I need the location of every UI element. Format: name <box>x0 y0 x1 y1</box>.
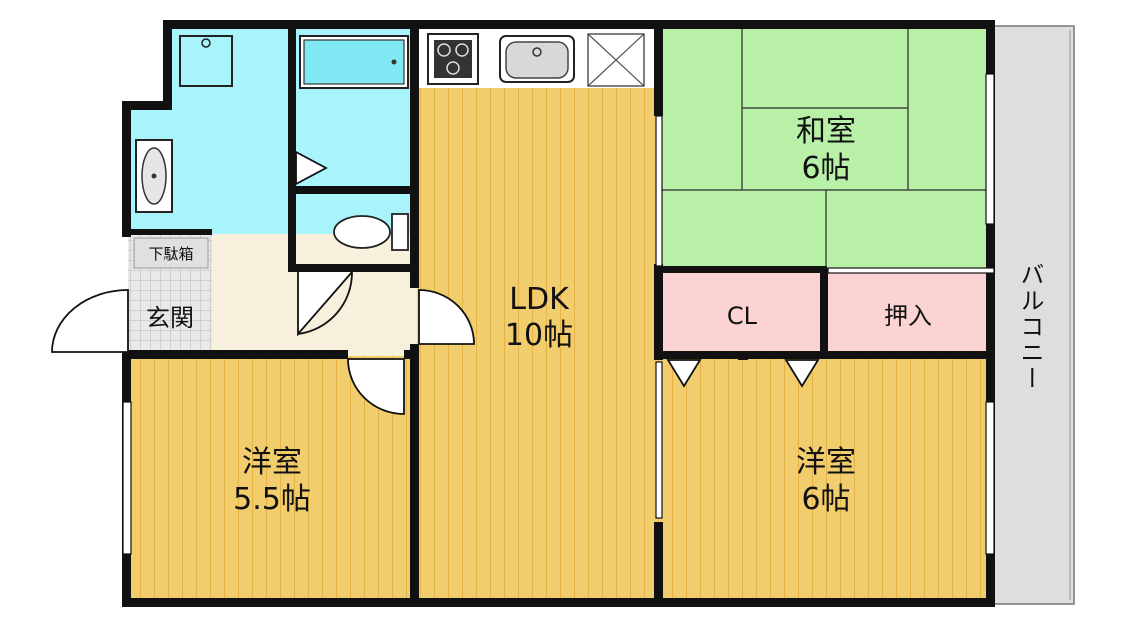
closet-label: CL <box>727 302 758 330</box>
stove-icon <box>427 33 479 85</box>
tatami-lines <box>661 26 994 272</box>
washer-space-icon <box>179 35 233 87</box>
ldk-name: LDK <box>509 282 570 317</box>
windows <box>122 73 995 555</box>
oshiire-label: 押入 <box>884 302 932 330</box>
getabako <box>133 237 209 269</box>
bathtub-icon <box>299 35 409 89</box>
doors <box>51 150 820 415</box>
oshiire-floor <box>824 272 994 356</box>
youshitsu-west-size: 5.5帖 <box>233 482 311 517</box>
balcony-label: バルコニー <box>1016 262 1044 392</box>
youshitsu-east-size: 6帖 <box>801 482 850 517</box>
sink-icon <box>499 35 575 83</box>
getabako-label: 下駄箱 <box>148 245 193 263</box>
toilet-icon <box>333 213 409 251</box>
balcony-area <box>993 25 1075 605</box>
tatami-floor <box>661 26 994 272</box>
fridge-space-icon <box>587 33 645 87</box>
genkan-label: 玄関 <box>146 304 194 332</box>
washbasin-icon <box>135 139 173 213</box>
washitsu-name: 和室 <box>796 114 856 149</box>
eastroom-floor <box>661 356 994 604</box>
ldk-size: 10帖 <box>505 318 573 353</box>
youshitsu-east-name: 洋室 <box>796 445 856 480</box>
closet-floor <box>661 272 824 356</box>
youshitsu-west-name: 洋室 <box>242 445 302 480</box>
washitsu-size: 6帖 <box>801 151 850 186</box>
